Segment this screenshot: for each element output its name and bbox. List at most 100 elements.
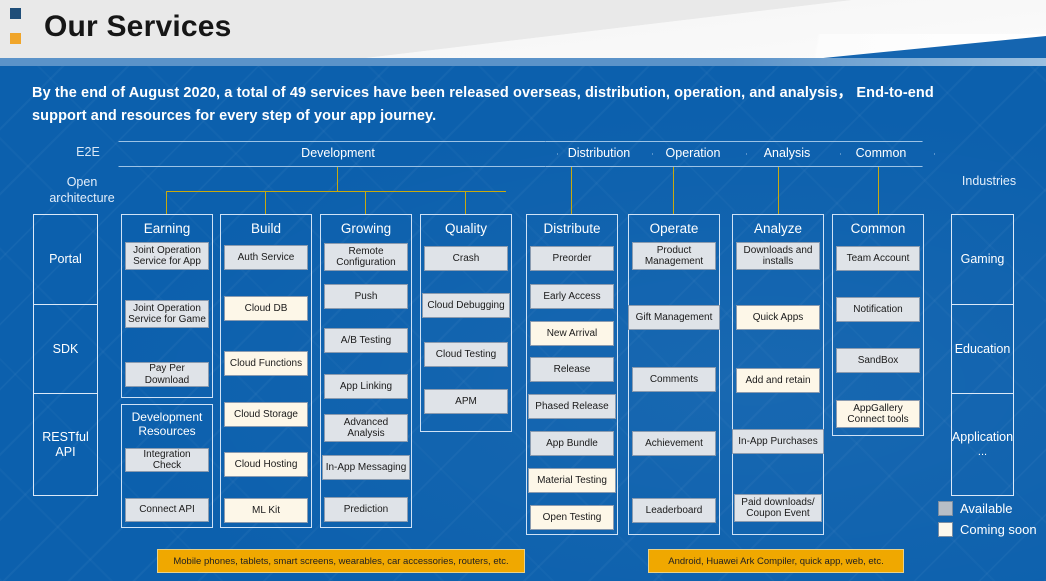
service-chip-early-access[interactable]: Early Access — [530, 284, 614, 309]
service-chip-app-bundle[interactable]: App Bundle — [530, 431, 614, 456]
service-chip-cloud-db[interactable]: Cloud DB — [224, 296, 308, 321]
service-chip-appgallery-connect-tools[interactable]: AppGallery Connect tools — [836, 400, 920, 428]
industries-stack: Gaming Education Application ... — [951, 214, 1014, 496]
open-architecture-stack: Portal SDK RESTful API — [33, 214, 98, 496]
service-chip-team-account[interactable]: Team Account — [836, 246, 920, 271]
service-chip-auth-service[interactable]: Auth Service — [224, 245, 308, 270]
legend-label-available: Available — [960, 501, 1013, 516]
connector-operate — [673, 167, 674, 214]
legend-row-available: Available — [938, 501, 1037, 516]
open-architecture-item-restful-api[interactable]: RESTful API — [34, 393, 97, 495]
service-chip-open-testing[interactable]: Open Testing — [530, 505, 614, 530]
service-chip-downloads-and-installs[interactable]: Downloads and installs — [736, 242, 820, 270]
service-chip-preorder[interactable]: Preorder — [530, 246, 614, 271]
group-title-distribute: Distribute — [543, 221, 601, 236]
service-chip-release[interactable]: Release — [530, 357, 614, 382]
service-chip-crash[interactable]: Crash — [424, 246, 508, 271]
group-analyze: Analyze — [732, 214, 824, 535]
service-chip-cloud-hosting[interactable]: Cloud Hosting — [224, 452, 308, 477]
legend-row-coming-soon: Coming soon — [938, 522, 1037, 537]
group-title-earning: Earning — [143, 221, 191, 236]
phase-label: Distribution — [567, 146, 631, 160]
open-architecture-label: Open architecture — [34, 174, 130, 206]
service-chip-cloud-testing[interactable]: Cloud Testing — [424, 342, 508, 367]
service-chip-cloud-functions[interactable]: Cloud Functions — [224, 351, 308, 376]
industries-item-ellipsis: ... — [977, 445, 988, 458]
phase-label: Analysis — [763, 146, 811, 160]
service-chip-cloud-debugging[interactable]: Cloud Debugging — [422, 293, 510, 318]
phase-label: Operation — [665, 146, 721, 160]
connector-dev-bar — [166, 191, 506, 192]
group-title-build: Build — [250, 221, 282, 236]
phase-label: Development — [301, 146, 375, 160]
service-chip-remote-configuration[interactable]: Remote Configuration — [324, 243, 408, 271]
service-chip-in-app-purchases[interactable]: In-App Purchases — [732, 429, 824, 454]
service-chip-gift-management[interactable]: Gift Management — [628, 305, 720, 330]
open-architecture-item-sdk[interactable]: SDK — [34, 304, 97, 393]
service-chip-integration-check[interactable]: Integration Check — [125, 448, 209, 472]
legend-swatch-available-icon — [938, 501, 953, 516]
service-chip-new-arrival[interactable]: New Arrival — [530, 321, 614, 346]
group-title-development-resources: Development Resources — [131, 410, 203, 438]
service-chip-joint-operation-service-for-app[interactable]: Joint Operation Service for App — [125, 242, 209, 270]
service-chip-push[interactable]: Push — [324, 284, 408, 309]
service-chip-leaderboard[interactable]: Leaderboard — [632, 498, 716, 523]
industries-item-education[interactable]: Education — [952, 304, 1013, 393]
group-build: Build — [220, 214, 312, 528]
page-title: Our Services — [44, 10, 232, 43]
group-operate: Operate — [628, 214, 720, 535]
e2e-label: E2E — [76, 145, 100, 159]
legend-label-coming-soon: Coming soon — [960, 522, 1037, 537]
service-chip-phased-release[interactable]: Phased Release — [528, 394, 616, 419]
service-chip-product-management[interactable]: Product Management — [632, 242, 716, 270]
group-title-quality: Quality — [444, 221, 488, 236]
intro-paragraph: By the end of August 2020, a total of 49… — [32, 85, 934, 124]
service-chip-sandbox[interactable]: SandBox — [836, 348, 920, 373]
service-chip-connect-api[interactable]: Connect API — [125, 498, 209, 522]
phase-chevron-analysis[interactable]: Analysis — [733, 141, 841, 167]
industries-label: Industries — [961, 174, 1017, 188]
legend-swatch-coming-soon-icon — [938, 522, 953, 537]
connector-growing — [365, 191, 366, 214]
service-chip-notification[interactable]: Notification — [836, 297, 920, 322]
group-title-analyze: Analyze — [753, 221, 803, 236]
service-chip-ml-kit[interactable]: ML Kit — [224, 498, 308, 523]
slide-header: Our Services — [0, 0, 1046, 63]
connector-distribute — [571, 167, 572, 214]
service-chip-paid-downloads-coupon-event[interactable]: Paid downloads/ Coupon Event — [734, 494, 822, 522]
service-chip-quick-apps[interactable]: Quick Apps — [736, 305, 820, 330]
open-architecture-item-portal[interactable]: Portal — [49, 252, 82, 266]
group-growing: Growing — [320, 214, 412, 528]
connector-build — [265, 191, 266, 214]
connector-analyze — [778, 167, 779, 214]
service-chip-achievement[interactable]: Achievement — [632, 431, 716, 456]
service-chip-in-app-messaging[interactable]: In-App Messaging — [322, 455, 410, 480]
connector-quality — [465, 191, 466, 214]
service-chip-add-and-retain[interactable]: Add and retain — [736, 368, 820, 393]
service-chip-pay-per-download[interactable]: Pay Per Download — [125, 362, 209, 387]
legend: Available Coming soon — [938, 501, 1037, 543]
service-chip-joint-operation-service-for-game[interactable]: Joint Operation Service for Game — [125, 300, 209, 328]
group-title-common: Common — [850, 221, 906, 236]
service-chip-cloud-storage[interactable]: Cloud Storage — [224, 402, 308, 427]
service-chip-app-linking[interactable]: App Linking — [324, 374, 408, 399]
blue-square-icon — [10, 8, 21, 19]
service-chip-material-testing[interactable]: Material Testing — [528, 468, 616, 493]
service-chip-advanced-analysis[interactable]: Advanced Analysis — [324, 414, 408, 442]
industries-item-gaming[interactable]: Gaming — [960, 252, 1005, 266]
phase-chevron-common[interactable]: Common — [827, 141, 935, 167]
banner-platforms: Android, Huawei Ark Compiler, quick app,… — [648, 549, 904, 573]
service-chip-ab-testing[interactable]: A/B Testing — [324, 328, 408, 353]
group-earning: Earning — [121, 214, 213, 398]
service-chip-prediction[interactable]: Prediction — [324, 497, 408, 522]
service-chip-apm[interactable]: APM — [424, 389, 508, 414]
header-divider-strip — [0, 58, 1046, 68]
industries-item-application[interactable]: Application ... — [952, 393, 1013, 495]
service-chip-comments[interactable]: Comments — [632, 367, 716, 392]
connector-common — [878, 167, 879, 214]
group-common: Common — [832, 214, 924, 436]
phase-chevron-development[interactable]: Development — [118, 141, 558, 167]
phase-chevron-distribution[interactable]: Distribution — [545, 141, 653, 167]
phase-chevron-operation[interactable]: Operation — [639, 141, 747, 167]
